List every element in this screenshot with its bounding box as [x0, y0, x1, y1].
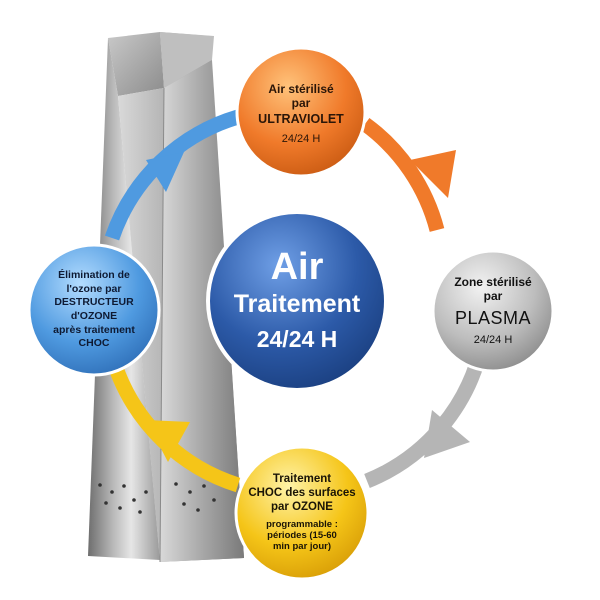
- plasma-node: [431, 249, 555, 373]
- destructeur-node: [27, 243, 161, 377]
- arrowhead-gray: [424, 410, 470, 458]
- arrowhead-orange: [410, 150, 456, 198]
- tower-vent-holes: [98, 482, 216, 514]
- ozone-node: [234, 445, 370, 581]
- arrow-uv-to-plasma: [360, 117, 445, 232]
- center-node: [206, 210, 388, 392]
- ultraviolet-node: [235, 46, 367, 178]
- arrowhead-blue: [146, 152, 184, 192]
- arrowhead-yellow: [146, 420, 190, 462]
